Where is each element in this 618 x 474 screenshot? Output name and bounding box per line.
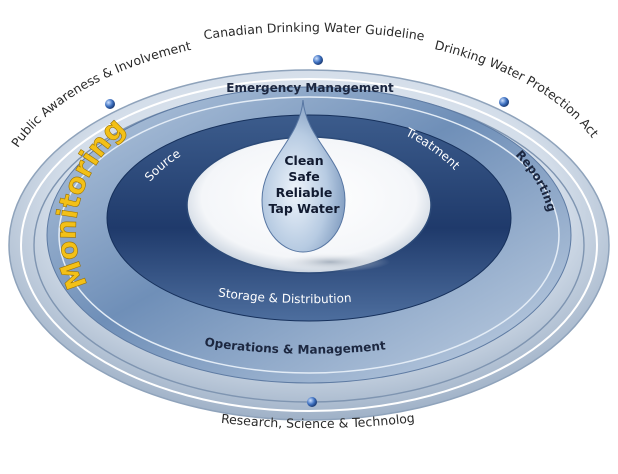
band-highlight — [58, 96, 560, 374]
bead-bottom — [307, 397, 317, 407]
water-drop — [261, 99, 346, 253]
label-emergency: Emergency Management — [226, 81, 394, 95]
bead-right — [499, 97, 509, 107]
outer-rim — [20, 78, 598, 412]
drop-line-tap-water: Tap Water — [268, 201, 340, 216]
drop-line-reliable: Reliable — [276, 185, 333, 200]
drop-line-clean: Clean — [284, 153, 323, 168]
drop-shadow — [270, 252, 390, 272]
label-guidelines: Canadian Drinking Water Guidelines — [0, 0, 426, 44]
bead-left — [105, 99, 115, 109]
bead-top — [313, 55, 323, 65]
drop-line-safe: Safe — [288, 169, 319, 184]
